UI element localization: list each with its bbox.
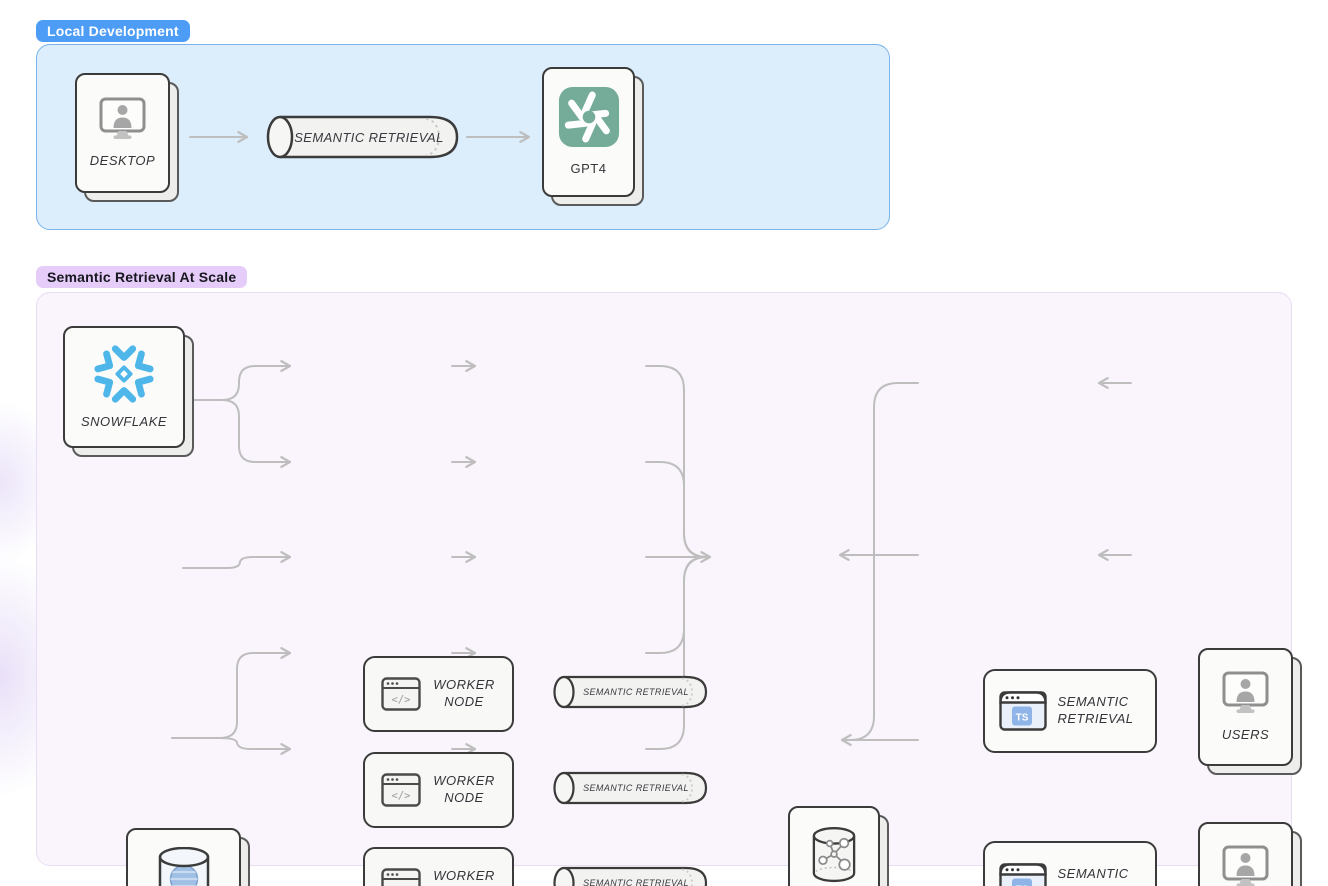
svg-text:TS: TS [1015, 885, 1028, 886]
dynamodb-database-icon [158, 846, 209, 886]
node-label: SNOWFLAKE [80, 414, 168, 430]
node-label: GPT4 [570, 161, 607, 177]
monitor-user-icon [1222, 671, 1269, 713]
node-desktop: DESKTOP [75, 73, 179, 202]
node-vector-store: VECTOR STORE [788, 806, 889, 886]
node-label: SEMANTIC RETRIEVAL [1057, 866, 1134, 886]
pipe-label: SEMANTIC RETRIEVAL [583, 783, 689, 793]
merge-pipe4-to-vector-store [645, 556, 707, 654]
snowflake-icon [94, 345, 154, 403]
arrow-s3-to-worker5 [171, 737, 292, 755]
node-worker-3: </> WORKER NODE [363, 847, 514, 886]
ts-window-icon: TS [998, 863, 1047, 886]
node-dynamodb: DYNAMODB [126, 828, 250, 886]
vector-store-icon [812, 827, 856, 883]
openai-logo-icon [558, 87, 619, 148]
node-label: WORKER NODE [433, 868, 495, 886]
pipe-label: SEMANTIC RETRIEVAL [583, 687, 689, 697]
node-users-2: USERS [1198, 822, 1302, 886]
monitor-user-icon [1222, 845, 1269, 886]
node-snowflake: SNOWFLAKE DYNAMODB [63, 326, 1302, 886]
svg-text:</>: </> [392, 790, 411, 802]
arrow-snowflake-to-worker2 [189, 399, 292, 468]
node-label: SEMANTIC RETRIEVAL [1057, 694, 1134, 726]
node-label: USERS [1221, 726, 1270, 742]
node-worker-1: </> WORKER NODE [363, 656, 514, 732]
merge-pipe2-to-vector-store [645, 461, 707, 558]
line-retrieval1-to-gpt4 [849, 382, 919, 741]
code-window-icon: </> [381, 677, 421, 711]
ts-window-icon: TS [998, 691, 1047, 731]
node-users-1: USERS [1198, 648, 1302, 775]
code-window-icon: </> [381, 773, 421, 807]
node-retrieval-app-1: TS SEMANTIC RETRIEVAL [983, 669, 1157, 753]
pipe-label: SEMANTIC RETRIEVAL [294, 129, 444, 145]
node-worker-2: </> WORKER NODE [363, 752, 514, 828]
pipe-semantic-retrieval-2: SEMANTIC RETRIEVAL [547, 771, 711, 805]
svg-text:</>: </> [392, 694, 411, 706]
node-label: DESKTOP [89, 152, 156, 168]
arrow-dynamodb-to-worker3 [182, 551, 292, 569]
node-retrieval-app-2: TS SEMANTIC RETRIEVAL [983, 841, 1157, 886]
section-label-local-development: Local Development [36, 20, 190, 42]
pipe-label: SEMANTIC RETRIEVAL [583, 878, 689, 886]
node-label: WORKER NODE [433, 773, 495, 805]
arrow-snowflake-to-worker1 [189, 360, 292, 401]
pipe-semantic-retrieval-local: SEMANTIC RETRIEVAL [258, 115, 462, 159]
pipe-semantic-retrieval-1: SEMANTIC RETRIEVAL [547, 675, 711, 709]
arrow-s3-to-worker4 [171, 647, 292, 739]
code-window-icon: </> [381, 868, 421, 886]
monitor-user-icon [99, 97, 146, 139]
svg-text:TS: TS [1015, 713, 1028, 724]
merge-pipe5-to-vector-store [645, 556, 709, 750]
semantic-retrieval-at-scale-section [36, 292, 1292, 866]
pipe-semantic-retrieval-3: SEMANTIC RETRIEVAL [547, 866, 711, 886]
cylinder-pipe-icon [266, 115, 459, 159]
section-label-semantic-retrieval-at-scale: Semantic Retrieval At Scale [36, 266, 248, 288]
node-gpt4-local: GPT4 [542, 67, 644, 206]
node-label: WORKER NODE [433, 677, 495, 709]
